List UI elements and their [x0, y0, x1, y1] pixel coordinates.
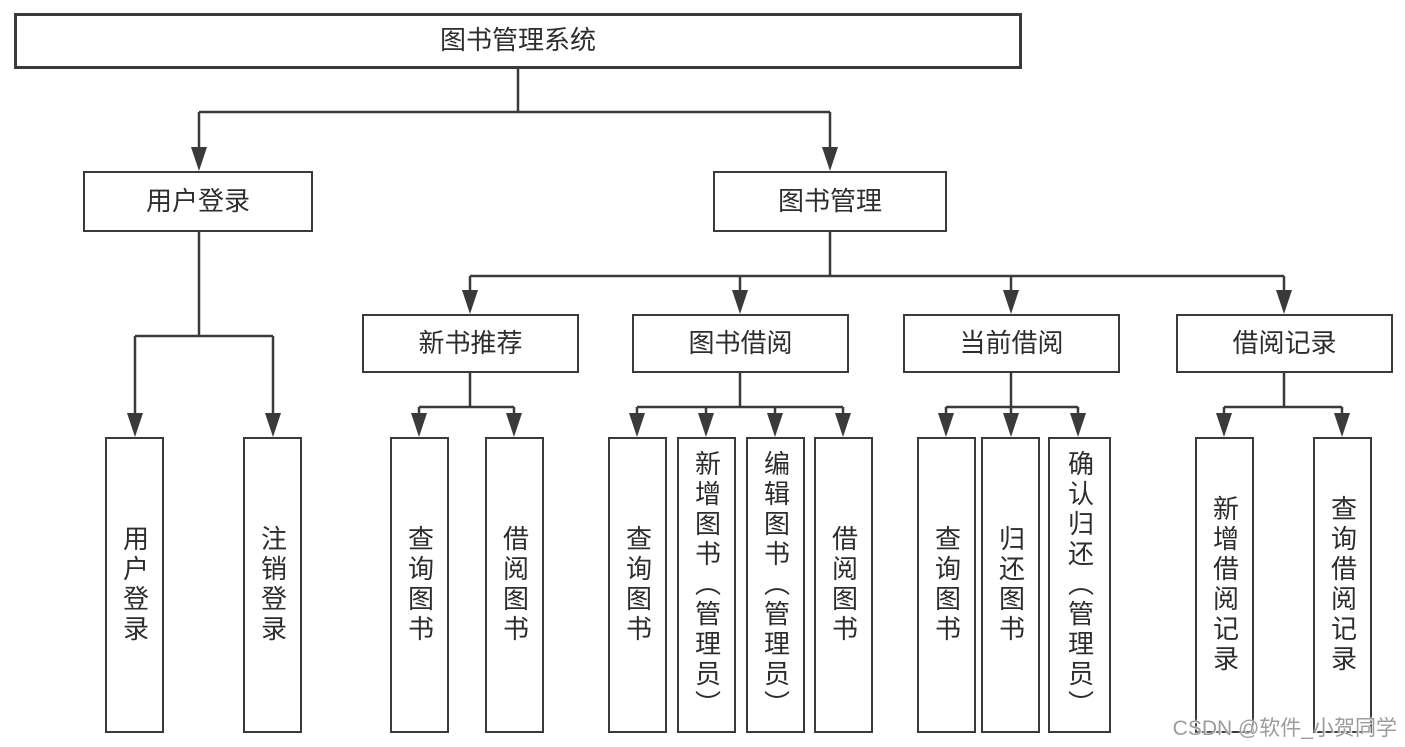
leaf-user-login: 用户登录 — [105, 437, 164, 733]
node-label: 当前借阅 — [959, 327, 1064, 358]
node-label: 图书借阅 — [688, 327, 793, 358]
leaf-query-books: 查询图书 — [608, 437, 667, 733]
node-new-book-recommend: 新书推荐 — [362, 314, 579, 373]
node-user-login: 用户登录 — [83, 171, 313, 232]
leaf-label: 借阅图书 — [828, 525, 859, 645]
leaf-query-books: 查询图书 — [917, 437, 976, 733]
leaf-borrow-books: 借阅图书 — [814, 437, 873, 733]
leaf-query-borrow-record: 查询借阅记录 — [1313, 437, 1372, 733]
leaf-label: 编辑图书（管理员） — [760, 450, 791, 720]
leaf-add-borrow-record: 新增借阅记录 — [1195, 437, 1254, 733]
leaf-label: 查询图书 — [622, 525, 653, 645]
leaf-logout: 注销登录 — [243, 437, 302, 733]
node-borrow-records: 借阅记录 — [1176, 314, 1393, 373]
leaf-label: 归还图书 — [995, 525, 1026, 645]
leaf-label: 新增借阅记录 — [1209, 495, 1240, 675]
leaf-label: 确认归还（管理员） — [1064, 450, 1095, 720]
arrowheads — [127, 147, 1350, 437]
leaf-label: 查询图书 — [931, 525, 962, 645]
node-current-borrowing: 当前借阅 — [903, 314, 1120, 373]
node-library-system: 图书管理系统 — [14, 13, 1022, 69]
leaf-return-books: 归还图书 — [981, 437, 1040, 733]
node-label: 图书管理系统 — [439, 25, 596, 56]
leaf-borrow-books: 借阅图书 — [485, 437, 544, 733]
leaf-edit-books-admin: 编辑图书（管理员） — [746, 437, 805, 733]
leaf-label: 查询借阅记录 — [1327, 495, 1358, 675]
node-label: 借阅记录 — [1232, 327, 1337, 358]
leaf-label: 借阅图书 — [499, 525, 530, 645]
leaf-label: 用户登录 — [119, 525, 150, 645]
leaf-confirm-return-admin: 确认归还（管理员） — [1048, 437, 1111, 733]
node-label: 用户登录 — [145, 185, 250, 216]
leaf-label: 查询图书 — [404, 525, 435, 645]
node-label: 图书管理 — [777, 185, 882, 216]
node-label: 新书推荐 — [418, 327, 523, 358]
node-book-management: 图书管理 — [713, 171, 947, 232]
leaf-label: 新增图书（管理员） — [691, 450, 722, 720]
leaf-query-books: 查询图书 — [390, 437, 449, 733]
leaf-label: 注销登录 — [257, 525, 288, 645]
leaf-add-books-admin: 新增图书（管理员） — [677, 437, 736, 733]
node-book-borrowing: 图书借阅 — [632, 314, 849, 373]
csdn-watermark: CSDN @软件_小贺同学 — [1172, 717, 1397, 740]
